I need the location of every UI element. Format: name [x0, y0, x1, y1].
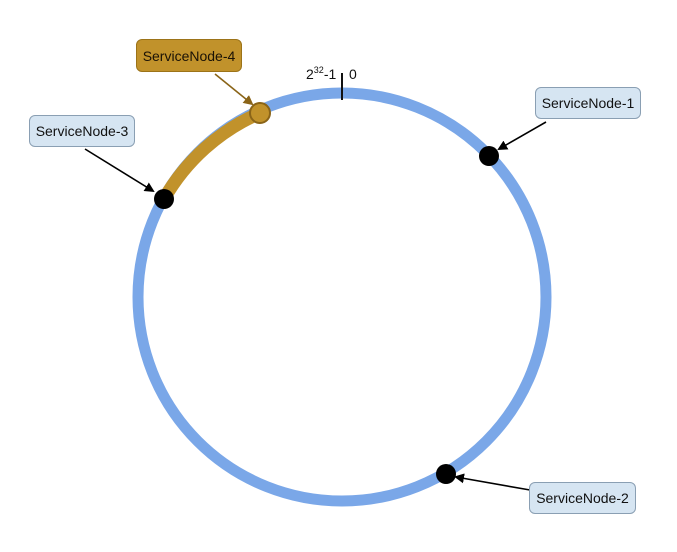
service-node-4-text: ServiceNode-4 — [142, 47, 236, 64]
ring-max-base: 2 — [306, 66, 314, 82]
ring-max-label: 232-1 — [306, 65, 337, 82]
ring-max-exponent: 32 — [313, 65, 324, 75]
service-node-1-label: ServiceNode-1 — [535, 87, 641, 119]
connector-node-1 — [497, 121, 547, 150]
node-1-point — [479, 146, 499, 166]
node-2-point — [436, 464, 456, 484]
ring-max-suffix: -1 — [323, 66, 337, 82]
ring-zero-text: 0 — [349, 66, 357, 82]
connector-node-2 — [454, 473, 531, 491]
service-node-2-label: ServiceNode-2 — [529, 482, 636, 514]
service-node-3-text: ServiceNode-3 — [35, 123, 129, 139]
highlighted-arc — [158, 107, 263, 203]
connector-node-3 — [84, 148, 155, 193]
service-node-3-label: ServiceNode-3 — [29, 115, 135, 147]
service-node-1-text: ServiceNode-1 — [541, 95, 635, 111]
service-node-2-text: ServiceNode-2 — [536, 490, 629, 506]
service-node-4-label: ServiceNode-4 — [136, 39, 242, 72]
node-4-point — [249, 102, 271, 124]
ring-zero-label: 0 — [349, 67, 357, 81]
connector-node-4 — [214, 73, 254, 106]
node-3-point — [154, 189, 174, 209]
